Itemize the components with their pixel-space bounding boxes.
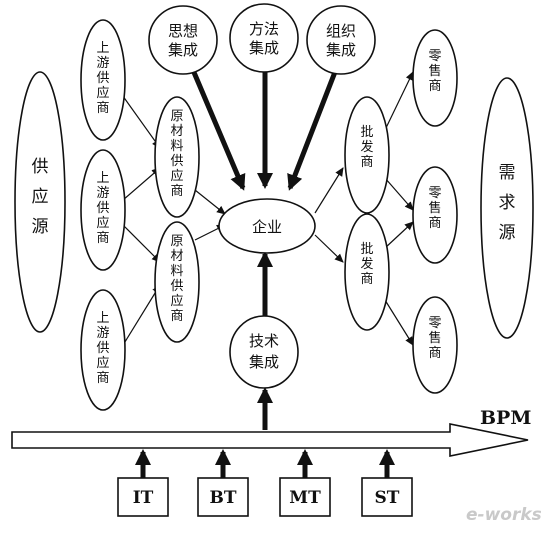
node-method-integration-label-1: 方法	[249, 20, 279, 38]
edge-organization-enterprise	[287, 71, 338, 191]
node-retailer-3	[412, 296, 458, 394]
node-enterprise-label: 企业	[252, 218, 282, 236]
node-raw-material-supplier-1-label: 原材料供应商	[170, 109, 183, 199]
box-it	[117, 477, 169, 517]
box-mt	[279, 477, 331, 517]
watermark-logo: e-works	[466, 505, 541, 525]
node-technology-integration-label-2: 集成	[249, 353, 279, 371]
bpm-label: BPM	[480, 407, 531, 429]
node-wholesaler-2-label: 批发商	[360, 242, 373, 287]
edge-w2-r3	[384, 299, 414, 346]
node-upstream-supplier-1	[80, 19, 126, 141]
node-upstream-supplier-3-label: 上游供应商	[96, 311, 109, 386]
node-retailer-2	[412, 166, 458, 264]
edge-enterprise-wholesale2	[314, 234, 344, 263]
node-raw-material-supplier-1	[154, 96, 200, 218]
node-technology-integration	[229, 315, 299, 389]
node-upstream-supplier-1-label: 上游供应商	[96, 41, 109, 116]
node-retailer-2-label: 零售商	[428, 186, 441, 231]
node-method-integration-label-2: 集成	[249, 39, 279, 57]
edge-up3-raw2	[119, 284, 161, 351]
node-technology-integration-label-1: 技术	[249, 332, 279, 350]
box-it-label: IT	[133, 488, 154, 508]
edge-up2-raw2	[122, 224, 161, 263]
node-wholesaler-1-label: 批发商	[360, 125, 373, 170]
edge-thought-enterprise	[190, 69, 246, 191]
node-supply-source-label: 供应源	[32, 157, 49, 237]
edge-up2-raw1	[122, 167, 161, 201]
node-wholesaler-2	[344, 213, 390, 331]
node-retailer-3-label: 零售商	[428, 316, 441, 361]
box-st	[361, 477, 413, 517]
node-organization-integration-label-2: 集成	[326, 41, 356, 59]
node-method-integration	[229, 3, 299, 73]
node-retailer-1	[412, 29, 458, 127]
node-demand-source-label: 需求源	[499, 163, 516, 243]
node-upstream-supplier-2-label: 上游供应商	[96, 171, 109, 246]
node-thought-integration	[148, 5, 218, 75]
box-bt-label: BT	[209, 488, 236, 508]
node-organization-integration	[306, 5, 376, 75]
edge-w1-r1	[384, 71, 414, 131]
node-thought-integration-label-2: 集成	[168, 41, 198, 59]
node-raw-material-supplier-2-label: 原材料供应商	[170, 234, 183, 324]
box-bt	[197, 477, 249, 517]
node-thought-integration-label-1: 思想	[168, 22, 198, 40]
node-wholesaler-1	[344, 96, 390, 214]
box-mt-label: MT	[289, 488, 321, 508]
node-organization-integration-label-1: 组织	[326, 22, 356, 40]
node-upstream-supplier-3	[80, 289, 126, 411]
node-supply-source	[14, 71, 66, 333]
edge-raw1-enterprise	[194, 189, 226, 215]
edge-up1-raw1	[119, 91, 161, 149]
node-raw-material-supplier-2	[154, 221, 200, 343]
edge-w2-r2	[384, 221, 414, 249]
node-upstream-supplier-2	[80, 149, 126, 271]
node-demand-source	[480, 77, 534, 339]
edge-enterprise-wholesale1	[314, 167, 344, 214]
edge-w1-r2	[384, 177, 414, 211]
node-enterprise	[218, 198, 316, 254]
node-retailer-1-label: 零售商	[428, 49, 441, 94]
box-st-label: ST	[375, 488, 400, 508]
bpm-arrow	[11, 423, 529, 457]
